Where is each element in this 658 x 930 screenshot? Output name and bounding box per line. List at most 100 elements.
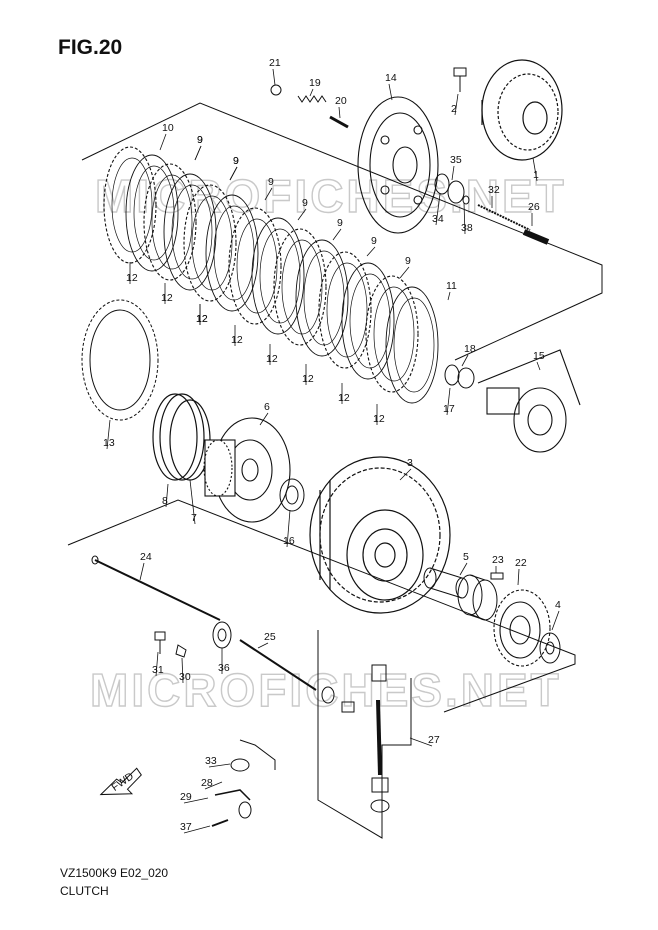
- plate-inner-edge: [259, 228, 301, 324]
- callout-leader-line: [454, 93, 459, 116]
- drive-plate: [143, 163, 197, 281]
- callout-leader-line: [459, 562, 468, 576]
- callout-leader-line: [338, 106, 341, 119]
- part-callout-12: 12: [196, 313, 208, 325]
- part-callout-12: 12: [373, 413, 385, 425]
- clutch-spring-set: [270, 84, 349, 129]
- part-callout-2: 2: [451, 103, 457, 115]
- callout-leader-line: [272, 68, 276, 86]
- callout-leader-line: [409, 737, 433, 747]
- callout-leader-line: [309, 88, 314, 97]
- drive-plate: [318, 251, 372, 369]
- part-callout-9: 9: [302, 197, 308, 209]
- part-callout-21: 21: [269, 57, 281, 69]
- callout-leader-line: [388, 83, 393, 101]
- part-callout-4: 4: [555, 599, 561, 611]
- plate-inner-edge: [349, 273, 391, 369]
- part-callout-9: 9: [233, 155, 239, 167]
- part-callout-10: 10: [162, 122, 174, 134]
- callout-leader-line: [286, 509, 291, 548]
- release-bearing: [444, 364, 475, 389]
- part-callout-6: 6: [264, 401, 270, 413]
- callout-leader-line: [435, 193, 441, 226]
- callout-leader-line: [183, 797, 209, 804]
- drive-plate: [273, 228, 327, 346]
- callout-leader-line: [451, 165, 455, 181]
- plate-inner-edge: [393, 297, 435, 393]
- callout-leader-line: [229, 166, 238, 181]
- part-callout-15: 15: [533, 350, 545, 362]
- retainer-bolt-clip: [154, 631, 187, 658]
- model-code: VZ1500K9 E02_020: [60, 866, 169, 880]
- part-callout-30: 30: [179, 671, 191, 683]
- part-callout-9: 9: [371, 235, 377, 247]
- part-callout-9: 9: [268, 176, 274, 188]
- primary-driven-gear-assembly: [309, 456, 451, 614]
- part-callout-9: 9: [197, 134, 203, 146]
- callout-leader-line: [204, 781, 223, 790]
- driven-plate: [205, 194, 259, 312]
- part-callout-9: 9: [197, 134, 203, 146]
- callout-leader-line: [399, 266, 410, 279]
- hub-group-outline: [67, 499, 576, 713]
- callout-leader-line: [208, 763, 231, 768]
- oil-pump-drive-gear: [493, 589, 551, 667]
- clutch-sleeve-hub: [203, 417, 291, 523]
- part-callout-26: 26: [528, 201, 540, 213]
- watermark-lower: MICROFICHES.NET: [90, 664, 562, 716]
- spacer-sleeve: [423, 567, 469, 599]
- callout-leader-line: [139, 562, 145, 581]
- spring-washer-rings: [152, 393, 211, 481]
- push-rod-and-bolt: [477, 204, 550, 245]
- part-callout-19: 19: [309, 77, 321, 89]
- part-callout-8: 8: [162, 495, 168, 507]
- part-callout-38: 38: [461, 222, 473, 234]
- part-callout-3: 3: [407, 457, 413, 469]
- drive-plate: [103, 146, 157, 264]
- pin: [490, 572, 504, 580]
- part-callout-9: 9: [233, 155, 239, 167]
- callout-leader-line: [257, 642, 269, 649]
- part-callout-17: 17: [443, 403, 455, 415]
- callout-leader-line: [259, 412, 269, 426]
- part-callout-9: 9: [337, 217, 343, 229]
- callout-leader-line: [463, 202, 466, 235]
- part-callout-27: 27: [428, 734, 440, 746]
- part-callout-35: 35: [450, 154, 462, 166]
- thrust-washer: [539, 632, 561, 664]
- clutch-lifter-cam: [477, 349, 581, 453]
- callout-leader-line: [297, 208, 307, 221]
- part-callout-5: 5: [463, 551, 469, 563]
- driven-plate: [341, 262, 395, 380]
- plate-inner-edge: [151, 174, 193, 270]
- part-callout-1: 1: [533, 169, 539, 181]
- part-callout-25: 25: [264, 631, 276, 643]
- callout-leader-line: [181, 657, 184, 684]
- part-callout-31: 31: [152, 664, 164, 676]
- part-callout-12: 12: [338, 392, 350, 404]
- callout-leader-line: [536, 361, 541, 371]
- callout-leader-line: [447, 291, 451, 301]
- plate-inner-edge: [171, 184, 213, 280]
- part-callout-12: 12: [231, 334, 243, 346]
- callout-leader-line: [517, 568, 520, 586]
- part-callout-36: 36: [218, 662, 230, 674]
- part-callout-28: 28: [201, 777, 213, 789]
- part-callout-13: 13: [103, 437, 115, 449]
- part-callout-29: 29: [180, 791, 192, 803]
- clutch-housing: [481, 59, 563, 161]
- release-lever: [211, 758, 252, 827]
- part-callout-22: 22: [515, 557, 527, 569]
- clutch-plate-stack: [103, 146, 439, 404]
- callout-leader-line: [264, 187, 273, 201]
- needle-bearing: [457, 574, 498, 621]
- callout-leader-line: [332, 228, 342, 241]
- part-callout-23: 23: [492, 554, 504, 566]
- part-callout-37: 37: [180, 821, 192, 833]
- part-callout-18: 18: [464, 343, 476, 355]
- part-callout-14: 14: [385, 72, 397, 84]
- part-callout-34: 34: [432, 213, 444, 225]
- driven-plate: [125, 154, 179, 272]
